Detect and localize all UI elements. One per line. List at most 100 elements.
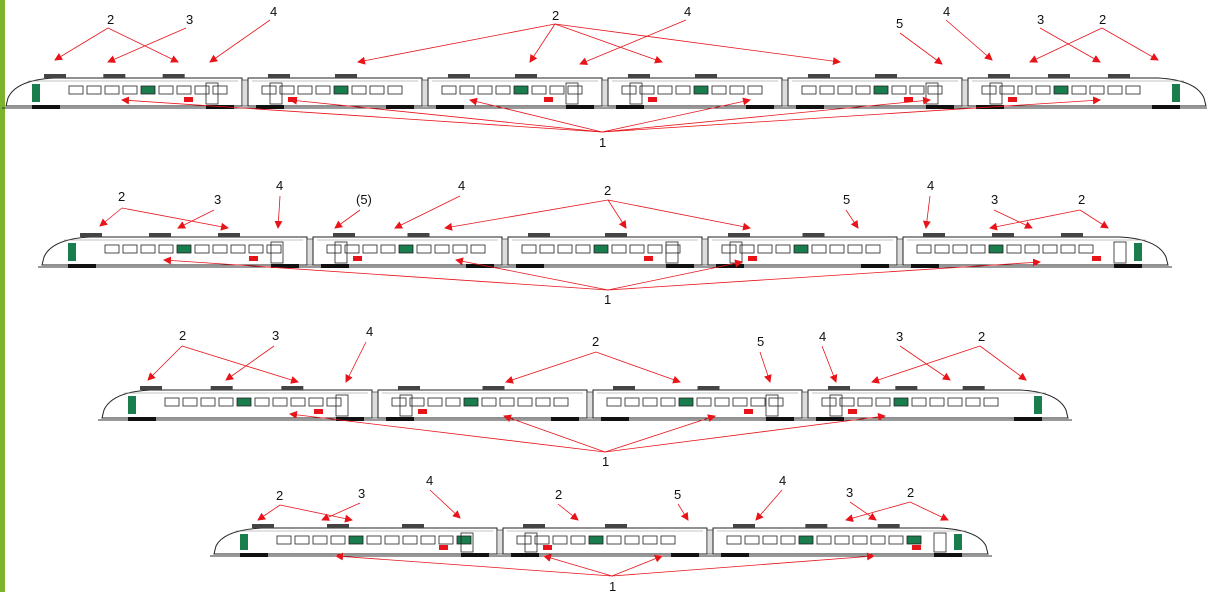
callout-label: 2 xyxy=(978,329,985,344)
window xyxy=(477,85,493,95)
door-panel xyxy=(693,85,709,95)
window xyxy=(294,535,310,545)
window xyxy=(362,244,378,254)
callout-label: 4 xyxy=(270,4,277,19)
window xyxy=(606,535,622,545)
callout-label: (5) xyxy=(356,192,372,207)
window xyxy=(570,535,586,545)
window xyxy=(870,535,886,545)
window xyxy=(409,397,425,407)
roof-equipment xyxy=(528,233,550,237)
window xyxy=(852,535,868,545)
callout-label: 3 xyxy=(991,192,998,207)
roof-equipment xyxy=(398,386,420,390)
window xyxy=(1035,85,1051,95)
window xyxy=(434,244,450,254)
roof-equipment xyxy=(1048,74,1070,78)
window xyxy=(531,85,547,95)
door xyxy=(334,241,348,264)
door-panel xyxy=(463,397,479,407)
gangway xyxy=(586,391,594,419)
red-marker xyxy=(439,545,448,550)
door xyxy=(933,532,947,553)
callout-label: 3 xyxy=(1037,12,1044,27)
door xyxy=(989,82,1003,105)
window xyxy=(739,244,755,254)
window xyxy=(1125,85,1141,95)
window xyxy=(402,535,418,545)
window xyxy=(816,535,832,545)
window xyxy=(642,535,658,545)
window xyxy=(801,85,817,95)
window xyxy=(660,535,676,545)
roof-equipment xyxy=(605,233,627,237)
roof-equipment xyxy=(281,386,304,390)
bogie xyxy=(1114,264,1142,268)
callout-label: 2 xyxy=(552,8,559,23)
door-panel xyxy=(893,397,909,407)
train-4-car-leaders xyxy=(147,341,1027,453)
red-marker xyxy=(648,97,657,102)
window xyxy=(726,535,742,545)
window xyxy=(104,244,120,254)
callout-label: 5 xyxy=(674,487,681,502)
window xyxy=(441,85,457,95)
door-panel xyxy=(333,85,349,95)
bogie xyxy=(386,105,414,109)
window xyxy=(865,244,881,254)
roof-equipment xyxy=(802,233,825,237)
train-6-car-leaders xyxy=(54,19,1159,133)
window xyxy=(927,85,943,95)
window xyxy=(182,397,198,407)
red-marker xyxy=(418,409,427,414)
door xyxy=(565,82,579,105)
window xyxy=(86,85,102,95)
red-marker xyxy=(904,97,913,102)
roof-equipment xyxy=(327,524,349,528)
callout-label: 4 xyxy=(943,4,950,19)
window xyxy=(384,535,400,545)
window xyxy=(212,244,228,254)
window xyxy=(68,85,84,95)
callout-label: 3 xyxy=(272,328,279,343)
window xyxy=(780,535,796,545)
roof-equipment xyxy=(448,74,470,78)
red-marker xyxy=(1008,97,1017,102)
window xyxy=(330,535,346,545)
window xyxy=(847,244,863,254)
window xyxy=(888,535,904,545)
window xyxy=(276,535,292,545)
door-panel xyxy=(678,397,694,407)
window xyxy=(909,85,925,95)
window xyxy=(194,85,210,95)
bogie xyxy=(721,553,749,557)
callout-label: 4 xyxy=(276,178,283,193)
roof-equipment xyxy=(728,233,750,237)
window xyxy=(952,244,968,254)
window xyxy=(965,397,981,407)
callout-label: 2 xyxy=(107,12,114,27)
window xyxy=(642,397,658,407)
bogie xyxy=(386,417,414,421)
car-body xyxy=(502,527,708,555)
door-panel xyxy=(513,85,529,95)
roof-equipment xyxy=(808,74,830,78)
window xyxy=(516,535,532,545)
train-3-car-leaders xyxy=(257,489,949,577)
window xyxy=(122,85,138,95)
roof-equipment xyxy=(923,233,945,237)
callout-label: 3 xyxy=(186,12,193,27)
gangway xyxy=(601,79,609,107)
gangway xyxy=(371,391,379,419)
gangway xyxy=(496,529,504,555)
door-panel xyxy=(793,244,809,254)
window xyxy=(312,535,328,545)
gangway xyxy=(706,529,714,555)
train-4-car-labels: 2 3 4 2 5 4 3 2 1 xyxy=(179,324,985,469)
bogie xyxy=(206,105,234,109)
window xyxy=(1060,244,1076,254)
gangway xyxy=(501,238,509,266)
window xyxy=(535,397,551,407)
window xyxy=(947,397,963,407)
red-marker xyxy=(544,97,553,102)
